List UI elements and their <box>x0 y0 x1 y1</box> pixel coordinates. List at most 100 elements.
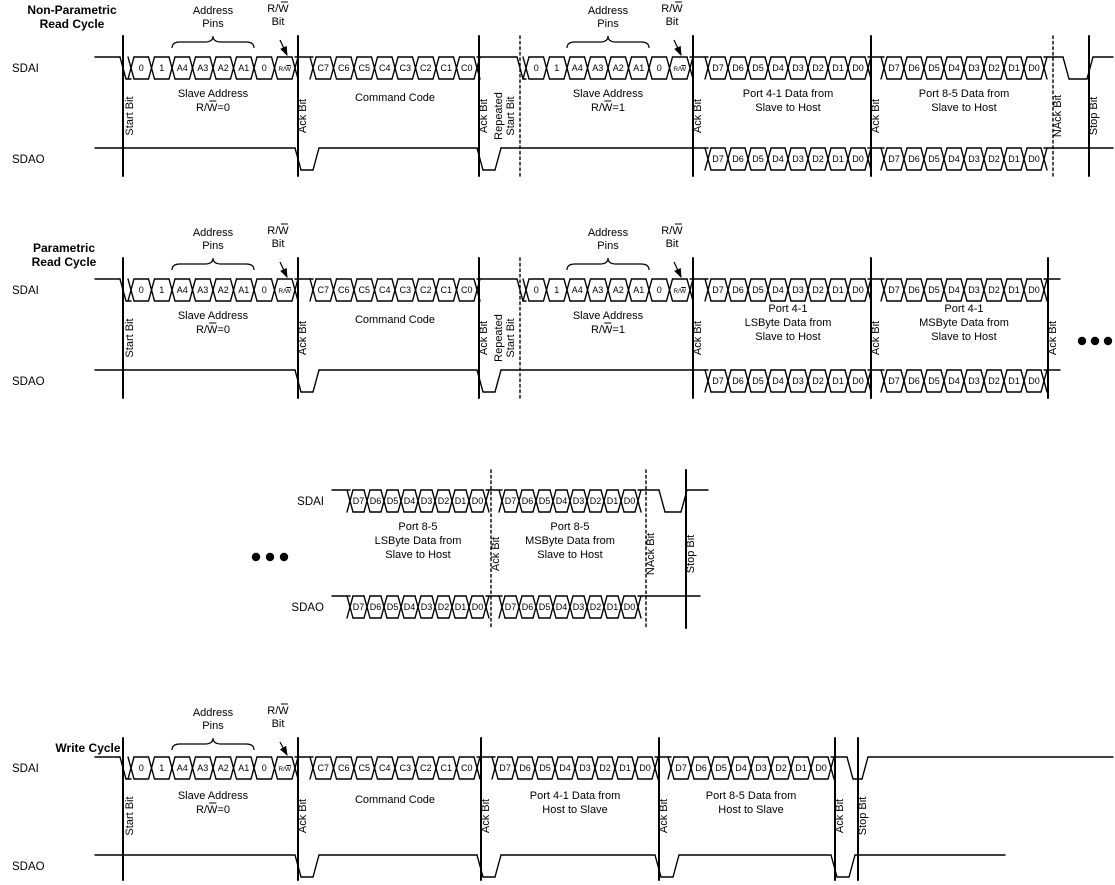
bit-label: D3 <box>968 285 980 295</box>
bit-label: D1 <box>1008 285 1020 295</box>
signal-name: SDAO <box>12 376 45 388</box>
wave-line <box>617 489 625 513</box>
wave-line <box>686 278 694 302</box>
bit-label: D5 <box>715 763 727 773</box>
wave-line <box>940 56 948 80</box>
wave-line <box>844 369 852 393</box>
wave-line <box>634 595 642 619</box>
section-title: Read Cycle <box>32 255 97 269</box>
wave-line <box>846 756 854 780</box>
rw-bit-arrow <box>673 39 682 57</box>
wave-line <box>687 756 695 780</box>
wave-line <box>294 369 302 393</box>
wave-line <box>294 147 302 171</box>
wave-line <box>1020 369 1028 393</box>
bit-label: D4 <box>556 602 568 612</box>
wave-line <box>414 489 422 513</box>
wave-line <box>624 56 633 80</box>
bit-label: C4 <box>379 285 391 295</box>
bit-label: D6 <box>695 763 707 773</box>
bit-label: D7 <box>888 285 900 295</box>
wave-line <box>617 595 625 619</box>
bit-label: A4 <box>177 63 188 73</box>
wave-line <box>452 56 461 80</box>
bit-label: D5 <box>928 285 940 295</box>
wave-line <box>571 756 579 780</box>
bit-label: D6 <box>519 763 531 773</box>
rotated-bit-label: Ack Bit <box>297 321 309 355</box>
wave-line <box>844 56 852 80</box>
wave-line <box>432 278 440 302</box>
wave-line <box>329 278 338 302</box>
rotated-bit-label: Ack Bit <box>870 99 882 133</box>
bit-label: D2 <box>812 285 824 295</box>
wave-line <box>542 278 551 302</box>
wave-line <box>1020 56 1028 80</box>
bit-label: 1 <box>554 63 559 73</box>
region-label: R/W=1 <box>591 102 625 114</box>
bit-label: D4 <box>735 763 747 773</box>
bit-label: A1 <box>633 63 644 73</box>
wave-line <box>168 56 176 80</box>
region-label: Port 8-5 <box>550 521 589 533</box>
bit-label: C1 <box>440 63 452 73</box>
bit-label: 1 <box>159 763 164 773</box>
wave-line <box>494 854 502 878</box>
wave-line <box>482 489 490 513</box>
bit-label: C6 <box>338 63 350 73</box>
wave-line <box>516 56 524 80</box>
bit-label: D5 <box>387 602 399 612</box>
bit-label: D5 <box>387 496 399 506</box>
wave-line <box>861 756 869 780</box>
bit-label: D5 <box>752 376 764 386</box>
bit-label: D4 <box>948 285 960 295</box>
bit-label: C0 <box>461 63 473 73</box>
bit-label: D3 <box>968 63 980 73</box>
region-label: Port 4-1 <box>768 303 807 315</box>
wave-line <box>363 489 371 513</box>
wave-line <box>672 854 680 878</box>
bit-label: D5 <box>928 63 940 73</box>
bit-label: D7 <box>353 602 365 612</box>
bit-label: A2 <box>218 763 229 773</box>
wave-line <box>294 854 302 878</box>
bit-label: D6 <box>522 496 534 506</box>
wave-line <box>645 278 653 302</box>
wave-line <box>127 756 135 780</box>
bit-label: D6 <box>908 376 920 386</box>
bit-label: D4 <box>772 285 784 295</box>
wave-line <box>804 147 812 171</box>
wave-line <box>634 489 642 513</box>
wave-line <box>391 278 399 302</box>
bit-label: D1 <box>1008 63 1020 73</box>
bit-label: D0 <box>1028 285 1040 295</box>
wave-line <box>724 278 732 302</box>
wave-line <box>188 756 197 780</box>
wave-line <box>807 756 815 780</box>
wave-line <box>482 595 490 619</box>
wave-line <box>119 56 127 80</box>
wave-line <box>784 56 792 80</box>
rotated-bit-label: Ack Bit <box>658 799 670 833</box>
rotated-bit-label: Ack Bit <box>297 99 309 133</box>
wave-line <box>824 56 832 80</box>
note-label: Address <box>588 227 629 239</box>
wave-line <box>549 595 557 619</box>
wave-line <box>665 56 674 80</box>
rotated-bit-label: NAck Bit <box>1052 95 1064 137</box>
bit-label: A1 <box>633 285 644 295</box>
note-label: Bit <box>272 238 285 250</box>
bit-label: D2 <box>812 376 824 386</box>
wave-line <box>900 369 908 393</box>
bit-label: D1 <box>832 285 844 295</box>
section-title: Parametric <box>33 241 95 255</box>
rotated-bit-label: Ack Bit <box>490 537 502 571</box>
wave-line <box>452 278 461 302</box>
wave-line <box>119 278 127 302</box>
wave-line <box>188 278 197 302</box>
region-label: MSByte Data from <box>525 535 615 547</box>
region-label: MSByte Data from <box>919 317 1009 329</box>
ellipsis-dot <box>265 552 275 562</box>
wave-line <box>704 147 712 171</box>
